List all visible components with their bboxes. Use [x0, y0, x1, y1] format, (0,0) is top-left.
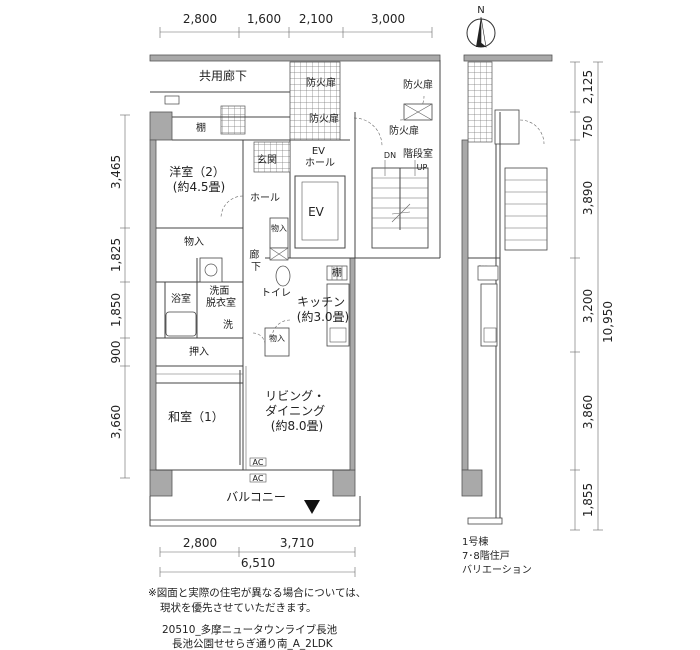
fire-door-label-4: 防火扉 [389, 124, 419, 137]
storage-3-line: 物入 [269, 333, 285, 343]
evacuation-hatch-icon [304, 500, 320, 514]
hall-label: ホール [250, 192, 280, 204]
kitchen-label: キッチン (約3.0畳) [297, 295, 349, 324]
kitchen-line-1: キッチン [297, 295, 345, 309]
storage-label-2: 物入 [271, 223, 287, 233]
variation-caption: 1号棟 7･8階住戸 バリエーション [462, 535, 532, 576]
note-line-2: 現状を優先させていただきます。 [160, 601, 316, 614]
ev-label: EV [308, 205, 325, 219]
corridor-label: 共用廊下 [199, 68, 247, 83]
ev-hall-line-1: EV [312, 146, 325, 157]
north-label: N [477, 5, 484, 16]
fire-door-label-3: 防火扉 [403, 78, 433, 91]
living-label: リビング・ ダイニング (約8.0畳) [265, 389, 329, 433]
storage-2-line: 物入 [271, 223, 287, 233]
storage-label-3: 物入 [269, 333, 285, 343]
balcony [149, 496, 361, 527]
western-room-label: 洋室（2） (約4.5畳) [169, 164, 228, 194]
property-line-1: 20510_多摩ニュータウンライブ長池 [162, 623, 338, 636]
north-compass-icon: N [466, 5, 496, 48]
dim-top-2: 1,600 [247, 12, 281, 26]
dim-bottom-1: 2,800 [183, 536, 217, 550]
washroom-line-1: 洗面 [209, 285, 229, 297]
dim-right-5: 3,860 [581, 395, 595, 429]
hallway-line-2: 下 [251, 262, 261, 273]
left-dimensions: 3,465 1,825 1,850 900 3,660 [109, 114, 130, 479]
dim-right-6: 1,855 [581, 483, 595, 517]
ac-label-1: AC [253, 458, 264, 467]
closet-label: 押入 [189, 345, 209, 358]
dim-bottom-total: 6,510 [241, 556, 275, 570]
western-line-1: 洋室（2） [169, 164, 225, 179]
dim-right-1: 2,125 [581, 70, 595, 104]
japanese-room-label: 和室（1） [168, 409, 224, 424]
note-line-1: ※図面と実際の住宅が異なる場合については、 [148, 586, 366, 599]
storage-label-1: 物入 [184, 235, 204, 248]
unit-walls [149, 111, 356, 497]
notes: ※図面と実際の住宅が異なる場合については、 現状を優先させていただきます。 20… [148, 586, 366, 650]
variation-line-1: 1号棟 [462, 535, 488, 548]
variation-line-2: 7･8階住戸 [462, 549, 510, 562]
dim-top-1: 2,800 [183, 12, 217, 26]
hallway-line-1: 廊 [249, 248, 259, 261]
dim-right-total: 10,950 [601, 301, 615, 343]
wash-label: 洗 [223, 319, 233, 331]
shelf-label-1: 棚 [196, 121, 206, 134]
toilet-label: トイレ [261, 288, 291, 299]
western-line-2: (約4.5畳) [173, 179, 225, 194]
living-line-2: ダイニング [265, 403, 325, 418]
dim-left-3: 1,850 [109, 293, 123, 327]
dim-right-4: 3,200 [581, 289, 595, 323]
fire-door-label-2: 防火扉 [309, 112, 339, 125]
stairs-up: UP [417, 163, 428, 172]
ev-hall-label: EV ホール [305, 146, 335, 169]
dim-bottom-2: 3,710 [280, 536, 314, 550]
balcony-label: バルコニー [226, 490, 286, 504]
shelf-label-2: 棚 [332, 266, 342, 279]
ev-hall-line-2: ホール [305, 157, 335, 169]
living-line-3: (約8.0畳) [271, 418, 323, 433]
dim-top-4: 3,000 [371, 12, 405, 26]
dim-right-3: 3,890 [581, 181, 595, 215]
variation-line-3: バリエーション [462, 564, 532, 576]
kitchen-line-2: (約3.0畳) [297, 309, 349, 324]
living-line-1: リビング・ [265, 389, 325, 403]
common-corridor: 共用廊下 防火扉 防火扉 防火扉 防火扉 [149, 54, 441, 147]
interior-details [156, 141, 350, 483]
dim-left-2: 1,825 [109, 238, 123, 272]
washroom-label: 洗面 脱衣室 [206, 285, 236, 309]
dim-top-3: 2,100 [299, 12, 333, 26]
room-labels: 棚 棚 棚 玄関 EV ホール 洋室（2） (約4.5畳) ホール EV 物入 … [168, 121, 488, 504]
variation-unit [461, 54, 553, 525]
fire-door-label-1: 防火扉 [306, 76, 336, 89]
top-dimensions: 2,800 1,600 2,100 3,000 [159, 12, 433, 38]
hallway-label: 廊 下 [249, 248, 262, 273]
bottom-dimensions: 2,800 3,710 6,510 [159, 536, 356, 577]
bath-label: 浴室 [171, 292, 191, 305]
dim-right-2: 750 [581, 116, 595, 139]
stairs-label: 階段室 [403, 147, 433, 160]
entrance-label: 玄関 [257, 153, 277, 166]
dim-left-5: 3,660 [109, 405, 123, 439]
washroom-line-2: 脱衣室 [206, 296, 236, 309]
dim-left-1: 3,465 [109, 155, 123, 189]
stairwell: 階段室 DN UP [354, 60, 441, 259]
dim-left-4: 900 [109, 341, 123, 364]
right-dimensions: 2,125 750 3,890 3,200 3,860 1,855 10,950 [570, 61, 615, 531]
stairs-down: DN [384, 151, 396, 160]
property-line-2: 長池公園せせらぎ通り南_A_2LDK [172, 637, 334, 650]
ac-label-2: AC [253, 474, 264, 483]
